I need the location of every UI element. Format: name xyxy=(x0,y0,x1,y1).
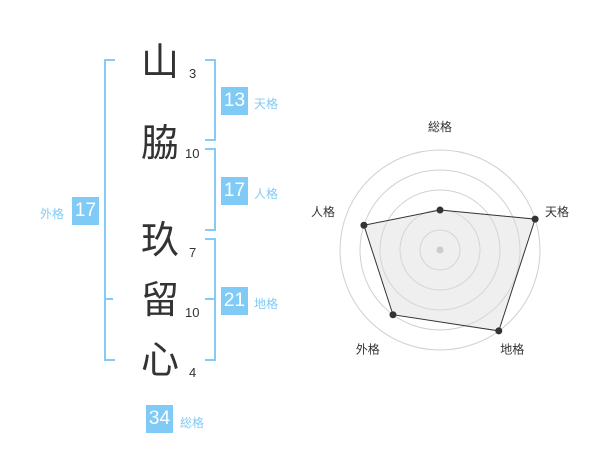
radar-point xyxy=(531,215,539,223)
radar-ring xyxy=(419,229,461,271)
jinkaku-value: 17 xyxy=(221,177,248,205)
gaikaku-label: 外格 xyxy=(40,207,65,221)
radar-center xyxy=(436,246,444,254)
stroke-count-3: 7 xyxy=(189,245,197,260)
stroke-count-2: 10 xyxy=(185,146,200,161)
tenkaku-bracket xyxy=(205,59,216,141)
gaikaku-bracket xyxy=(104,59,115,361)
stroke-count-5: 4 xyxy=(189,365,197,380)
radar-axis-label: 天格 xyxy=(545,204,569,219)
radar-axis-label: 人格 xyxy=(311,204,335,219)
name-char-3: 玖 xyxy=(140,218,179,262)
stroke-count-1: 3 xyxy=(189,66,197,81)
radar-ring xyxy=(339,149,541,351)
name-char-4: 留 xyxy=(140,278,179,322)
gaikaku-bracket-tick xyxy=(104,298,113,300)
jinkaku-bracket xyxy=(205,148,216,231)
name-char-1: 山 xyxy=(140,40,179,84)
radar-point xyxy=(495,327,503,335)
soukaku-value: 34 xyxy=(146,405,173,433)
tenkaku-label: 天格 xyxy=(254,97,279,111)
radar-axis-label: 総格 xyxy=(428,119,452,134)
radar-axis-label: 外格 xyxy=(356,342,380,357)
gaikaku-value: 17 xyxy=(72,197,99,225)
radar-point xyxy=(389,311,397,319)
radar-point xyxy=(360,221,368,229)
chikaku-bracket-tick xyxy=(205,298,214,300)
radar-point xyxy=(436,206,444,214)
radar-axis-label: 地格 xyxy=(500,342,524,357)
chikaku-bracket xyxy=(205,238,216,361)
chikaku-value: 21 xyxy=(221,287,248,315)
radar-ring xyxy=(379,189,501,311)
jinkaku-label: 人格 xyxy=(254,187,279,201)
radar-area xyxy=(363,209,536,332)
soukaku-label: 総格 xyxy=(180,416,205,430)
name-char-2: 脇 xyxy=(140,121,179,165)
name-char-5: 心 xyxy=(140,338,179,382)
radar-ring xyxy=(359,169,521,331)
chikaku-label: 地格 xyxy=(254,297,279,311)
stroke-count-4: 10 xyxy=(185,305,200,320)
tenkaku-value: 13 xyxy=(221,87,248,115)
